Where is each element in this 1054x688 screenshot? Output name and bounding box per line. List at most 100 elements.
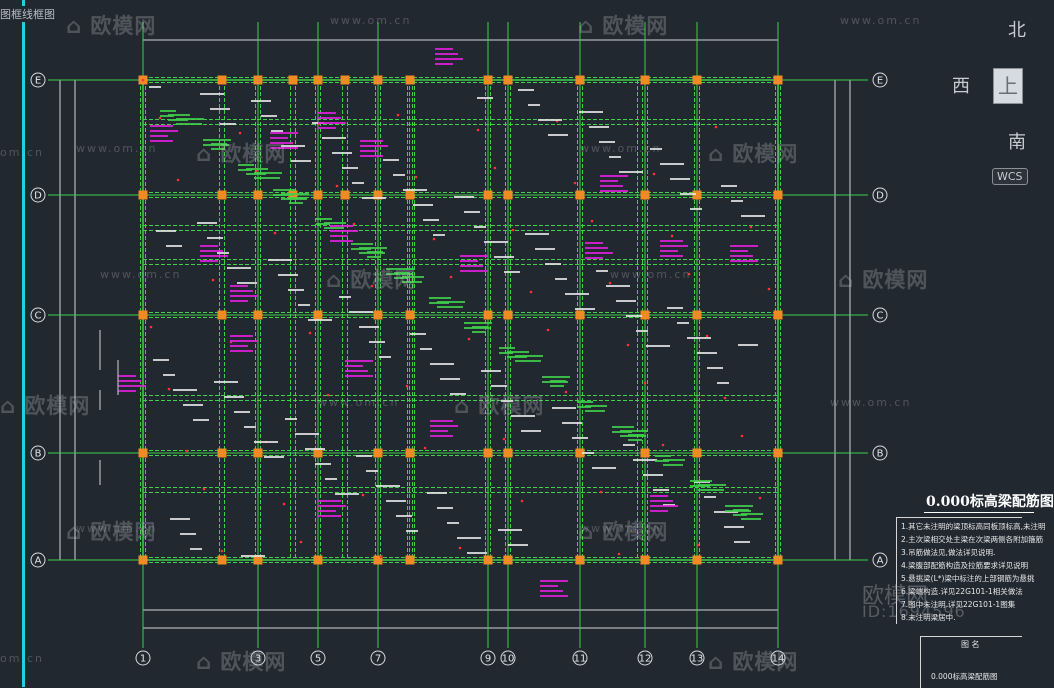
- annotation-mark: [733, 514, 747, 516]
- grid-bubble-row-right: [872, 552, 888, 568]
- point-marker: [202, 487, 206, 491]
- annotation-mark: [650, 148, 662, 150]
- point-marker: [238, 131, 242, 135]
- annotation-mark: [550, 385, 564, 387]
- note-line: 3.吊筋做法见,做法详见说明.: [901, 548, 996, 557]
- annotation-mark: [663, 459, 685, 461]
- annotation-mark: [360, 145, 388, 147]
- column-marker: [373, 555, 383, 565]
- column-marker: [773, 448, 783, 458]
- annotation-mark: [254, 441, 278, 443]
- column-marker: [373, 75, 383, 85]
- point-marker: [467, 337, 471, 341]
- annotation-mark: [386, 500, 406, 502]
- annotation-mark: [450, 393, 466, 395]
- annotation-mark: [575, 308, 595, 310]
- column-marker: [483, 75, 493, 85]
- annotation-mark: [734, 541, 750, 543]
- viewcube-north-label[interactable]: 北: [1008, 20, 1026, 41]
- column-marker: [217, 555, 227, 565]
- annotation-mark: [628, 434, 644, 436]
- annotation-mark: [270, 147, 298, 149]
- annotation-mark: [655, 460, 669, 462]
- viewcube-south-label[interactable]: 南: [1008, 132, 1026, 153]
- column-marker: [692, 555, 702, 565]
- annotation-mark: [318, 500, 341, 502]
- column-marker: [373, 310, 383, 320]
- annotation-mark: [316, 218, 332, 220]
- point-marker: [352, 222, 356, 226]
- annotation-mark: [600, 185, 623, 187]
- annotation-mark: [230, 295, 258, 297]
- point-marker: [379, 555, 383, 559]
- note-line: 1.其它未注明的梁顶标高同板顶标高,未注明: [901, 522, 1046, 531]
- annotation-mark: [386, 268, 414, 270]
- annotation-mark: [318, 117, 341, 119]
- annotation-mark: [118, 375, 136, 377]
- annotation-mark: [472, 326, 488, 328]
- point-marker: [608, 281, 612, 285]
- annotation-mark: [680, 193, 696, 195]
- point-marker: [573, 181, 577, 185]
- annotation-mark: [200, 260, 218, 262]
- column-marker: [313, 448, 323, 458]
- annotation-mark: [430, 420, 453, 422]
- annotation-mark: [285, 418, 297, 420]
- annotation-mark: [211, 143, 227, 145]
- annotation-mark: [636, 330, 648, 332]
- annotation-mark: [351, 243, 373, 245]
- annotation-mark: [585, 405, 607, 407]
- point-marker: [758, 496, 762, 500]
- grid-bubble-column: [770, 650, 786, 666]
- annotation-mark: [270, 137, 288, 139]
- grid-bubble-column: [370, 650, 386, 666]
- column-marker: [503, 555, 513, 565]
- point-marker: [405, 384, 409, 388]
- column-marker: [692, 75, 702, 85]
- grid-bubble-column: [637, 650, 653, 666]
- annotation-mark: [322, 137, 346, 139]
- annotation-mark: [460, 260, 478, 262]
- point-marker: [396, 113, 400, 117]
- viewcube-west-label[interactable]: 西: [952, 76, 970, 97]
- annotation-mark: [406, 530, 418, 532]
- annotation-mark: [477, 97, 493, 99]
- annotation-mark: [318, 112, 336, 114]
- grid-bubble-column: [500, 650, 516, 666]
- annotation-mark: [118, 390, 136, 392]
- column-marker: [503, 448, 513, 458]
- notes-title-underline: [924, 512, 1034, 513]
- point-marker: [564, 390, 568, 394]
- point-marker: [511, 228, 515, 232]
- annotation-mark: [540, 580, 568, 582]
- point-marker: [696, 543, 700, 547]
- annotation-mark: [655, 455, 671, 457]
- wcs-menu-button[interactable]: WCS: [992, 168, 1028, 185]
- annotation-mark: [193, 419, 209, 421]
- annotation-mark: [367, 251, 383, 253]
- viewcube-top-face[interactable]: 上: [993, 68, 1023, 104]
- viewcube[interactable]: 北 西 上 南 WCS: [952, 10, 1028, 190]
- column-marker: [773, 75, 783, 85]
- annotation-mark: [730, 245, 758, 247]
- annotation-mark: [345, 360, 373, 362]
- grid-bubble-column: [250, 650, 266, 666]
- frame-border-line: [22, 0, 25, 687]
- point-marker: [687, 272, 691, 276]
- point-marker: [273, 231, 277, 235]
- annotation-mark: [251, 100, 271, 102]
- annotation-mark: [540, 590, 563, 592]
- annotation-mark: [460, 265, 483, 267]
- column-marker: [575, 190, 585, 200]
- annotation-mark: [316, 223, 330, 225]
- annotation-mark: [697, 352, 717, 354]
- annotation-mark: [230, 285, 248, 287]
- column-marker: [503, 190, 513, 200]
- annotation-mark: [460, 255, 488, 257]
- annotation-mark: [359, 326, 379, 328]
- column-marker: [773, 555, 783, 565]
- annotation-mark: [687, 337, 711, 339]
- annotation-mark: [273, 189, 295, 191]
- annotation-mark: [330, 230, 358, 232]
